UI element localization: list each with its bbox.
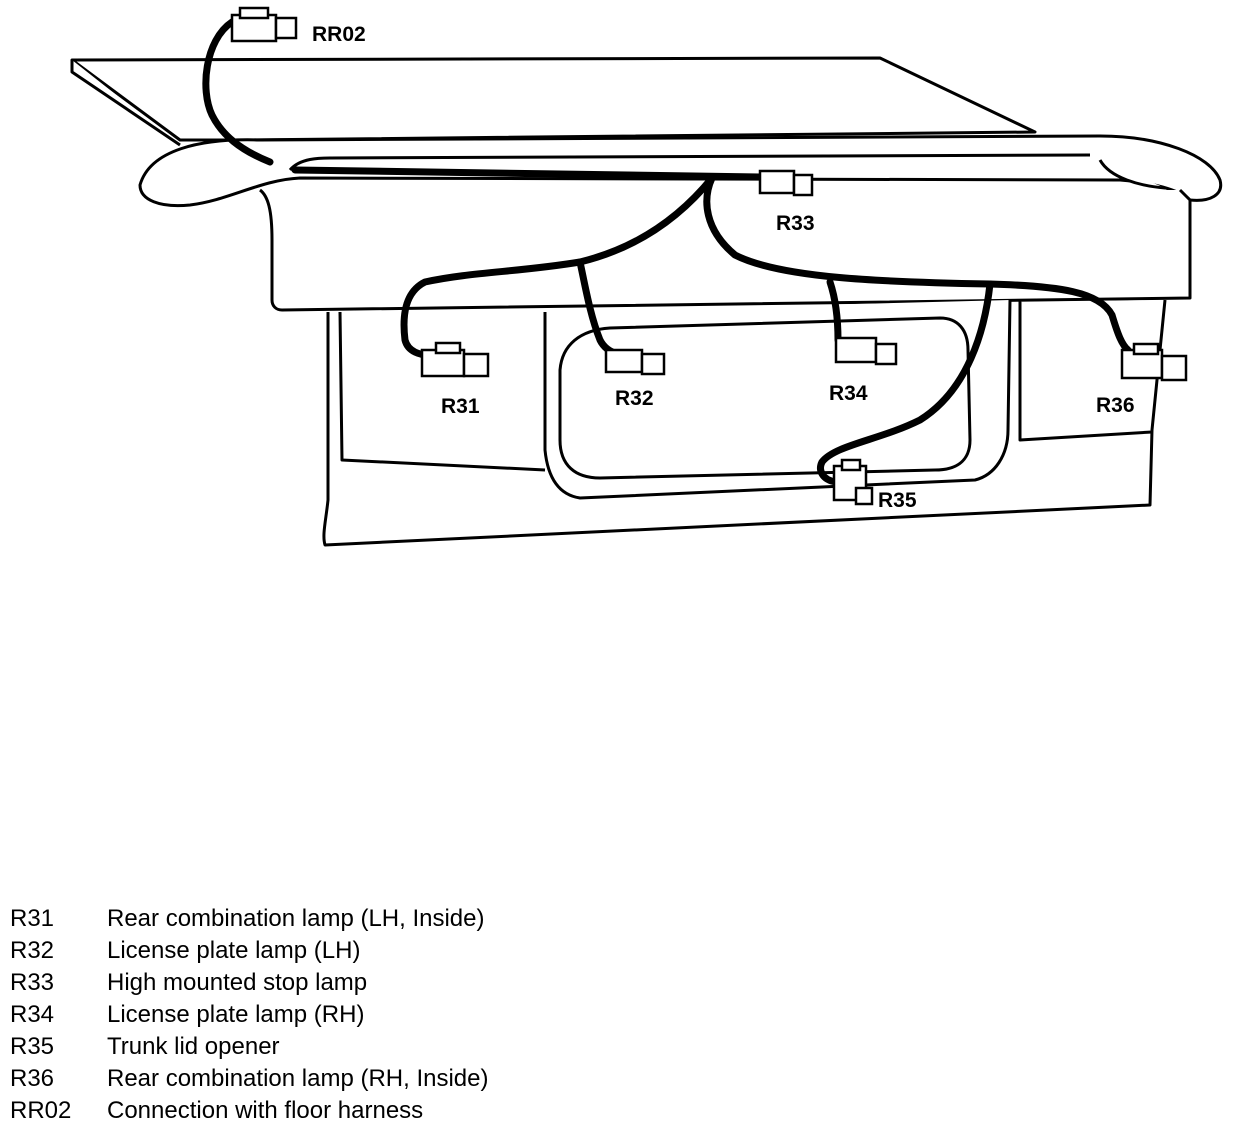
connector-r36 (1120, 342, 1188, 382)
connector-r34 (834, 336, 898, 366)
legend-code: R34 (10, 1001, 55, 1028)
legend-code: R35 (10, 1033, 55, 1060)
legend-description: Trunk lid opener (107, 1033, 280, 1060)
connector-rr02 (230, 6, 298, 43)
trunk-lid-panel (70, 56, 1037, 147)
legend-code: R32 (10, 937, 55, 964)
legend-description: Connection with floor harness (107, 1097, 424, 1124)
lower-panel (322, 299, 1167, 547)
legend-code: RR02 (10, 1097, 72, 1124)
legend-description: Rear combination lamp (LH, Inside) (107, 905, 485, 932)
legend-code: R31 (10, 905, 55, 932)
legend-row-r32: R32 License plate lamp (LH) (10, 935, 910, 967)
legend-row-r34: R34 License plate lamp (RH) (10, 999, 910, 1031)
legend-code: R33 (10, 969, 55, 996)
label-r33: R33 (776, 212, 815, 235)
connector-r32 (604, 348, 666, 376)
label-r34: R34 (829, 382, 868, 405)
legend-description: Rear combination lamp (RH, Inside) (107, 1065, 489, 1092)
spoiler (138, 134, 1223, 208)
legend-description: License plate lamp (RH) (107, 1001, 365, 1028)
legend-row-r36: R36 Rear combination lamp (RH, Inside) (10, 1063, 910, 1095)
label-r35: R35 (878, 489, 917, 512)
legend-code: R36 (10, 1065, 55, 1092)
legend-row-r35: R35 Trunk lid opener (10, 1031, 910, 1063)
legend-description: High mounted stop lamp (107, 969, 368, 996)
label-r36: R36 (1096, 394, 1135, 417)
label-rr02: RR02 (312, 23, 366, 46)
legend: R31 Rear combination lamp (LH, Inside) R… (10, 903, 910, 1127)
legend-row-rr02: RR02 Connection with floor harness (10, 1095, 910, 1127)
legend-description: License plate lamp (LH) (107, 937, 361, 964)
legend-row-r31: R31 Rear combination lamp (LH, Inside) (10, 903, 910, 935)
label-r32: R32 (615, 387, 654, 410)
connector-r33 (758, 169, 814, 197)
connector-r35 (832, 458, 874, 506)
label-r31: R31 (441, 395, 480, 418)
connector-r31 (420, 341, 490, 378)
trunk-lid-wiring-diagram: RR02 R33 R31 R32 R34 R36 R35 (70, 6, 1223, 547)
legend-row-r33: R33 High mounted stop lamp (10, 967, 910, 999)
